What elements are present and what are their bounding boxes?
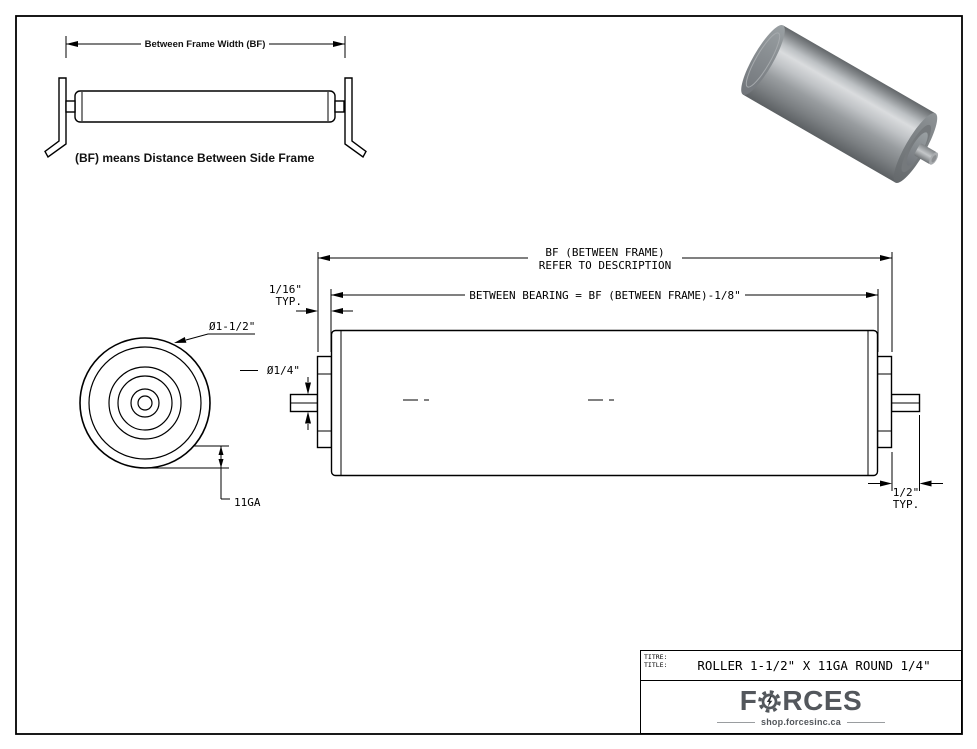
drawing-title: ROLLER 1-1/2" X 11GA ROUND 1/4" [697,658,931,673]
bearing-left [316,355,333,449]
dim-sixteenth: 1/16" TYP. [269,283,353,314]
rule-right [846,721,885,723]
bf-explainer-diagram: Between Frame Width (BF) (BF) means Dist… [44,36,367,165]
end-view: Ø1-1/2" 11GA [79,320,261,509]
roller-3d-render [741,24,939,183]
title-label-fr: TITRE: [644,653,668,661]
dim-roller-diameter: Ø1-1/2" [209,320,255,333]
lightning-bolt-icon [767,695,773,707]
axle-stub-right [334,100,345,113]
dim-gauge-label: 11GA [234,496,261,509]
rule-left [717,721,756,723]
bearing-right [876,355,893,449]
dim-bf-line1: BF (BETWEEN FRAME) [545,246,664,259]
side-frame-left [44,77,67,159]
dim-bf-line2: REFER TO DESCRIPTION [539,259,671,272]
brand-letter-f: F [739,685,758,716]
brand-letters-rest: RCES [782,685,863,716]
bf-caption: (BF) means Distance Between Side Frame [75,151,315,165]
title-label-en: TITLE: [644,661,668,669]
dim-between-bearing: BETWEEN BEARING = BF (BETWEEN FRAME)-1/8… [330,289,879,352]
dim-sixteenth-typ: TYP. [276,295,303,308]
dim-sixteenth-label: 1/16" [269,283,302,296]
website-row: shop.forcesinc.ca [717,717,885,727]
side-view [289,329,921,477]
title-labels: TITRE: TITLE: [644,653,667,669]
sheet-border-frame [15,15,963,735]
gear-icon [758,689,782,713]
title-row: TITRE: TITLE: ROLLER 1-1/2" X 11GA ROUND… [641,651,961,681]
dim-between-frame: BF (BETWEEN FRAME) REFER TO DESCRIPTION [317,246,893,352]
dim-between-bearing-label: BETWEEN BEARING = BF (BETWEEN FRAME)-1/8… [469,289,741,302]
bf-width-label: Between Frame Width (BF) [145,39,266,50]
side-frame-right [344,77,367,159]
dim-shaft-extension: 1/2" TYP. [868,415,943,511]
dim-axle-diameter: Ø1/4" [240,364,311,430]
axle-stub-left [65,100,76,113]
dim-axle-dia-label: Ø1/4" [267,364,300,377]
title-block: TITRE: TITLE: ROLLER 1-1/2" X 11GA ROUND… [640,650,962,734]
dim-half-typ: TYP. [893,498,920,511]
roller-body-small [74,90,336,123]
website-url: shop.forcesinc.ca [761,717,841,727]
forces-logo: F RCES [740,687,862,715]
dim-half-label: 1/2" [893,486,920,499]
logo-row: F RCES shop.forcesinc.ca [641,681,961,733]
end-cap-3d [741,24,785,95]
roller-tube [330,329,879,477]
